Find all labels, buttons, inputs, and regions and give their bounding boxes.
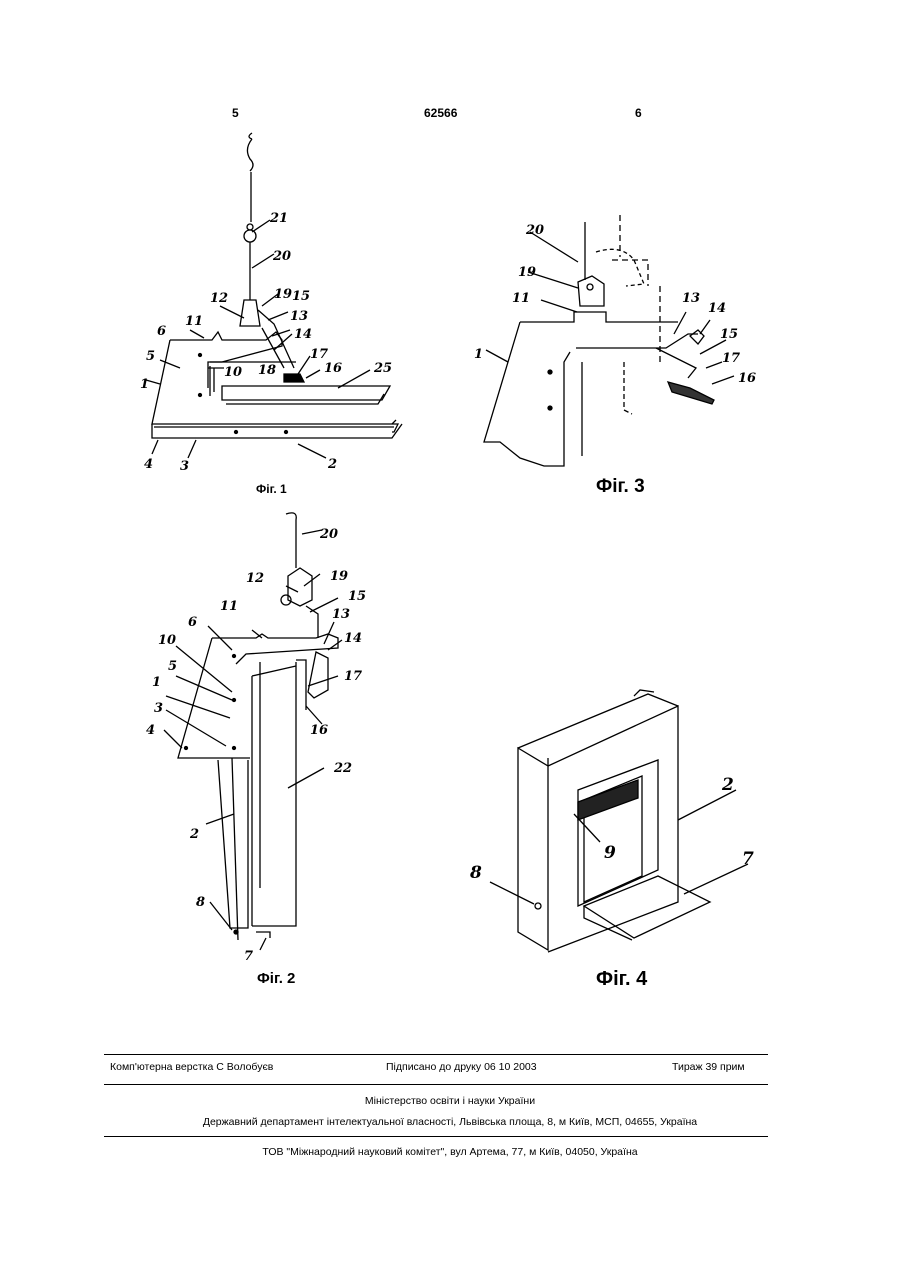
svg-text:10: 10 [158,633,176,648]
svg-text:17: 17 [344,669,362,684]
svg-text:13: 13 [332,607,350,622]
svg-text:12: 12 [246,571,264,586]
svg-text:2: 2 [189,827,199,842]
department-line: Державний департамент інтелектуальної вл… [0,1116,900,1128]
svg-text:22: 22 [333,761,352,776]
svg-text:8: 8 [469,863,482,883]
svg-text:6: 6 [188,615,197,630]
figure-4-caption: Фіг. 4 [596,968,647,991]
svg-text:11: 11 [512,291,530,306]
svg-text:13: 13 [682,291,700,306]
svg-text:16: 16 [310,723,328,738]
svg-text:8: 8 [196,895,205,910]
svg-text:15: 15 [292,289,310,304]
svg-text:1: 1 [474,347,483,362]
reference-numerals: 21 20 12 19 15 11 13 14 6 5 10 18 17 16 … [140,211,756,964]
figure-3-drawing [484,215,734,466]
svg-text:14: 14 [344,631,362,646]
figure-1-caption: Фіг. 1 [256,482,287,496]
signed-date: Підписано до друку 06 10 2003 [386,1061,537,1073]
figure-4-drawing [490,690,748,952]
svg-text:20: 20 [319,527,338,542]
svg-text:15: 15 [348,589,366,604]
svg-text:18: 18 [258,363,276,378]
svg-text:20: 20 [525,223,544,238]
svg-text:5: 5 [146,349,155,364]
svg-text:11: 11 [185,314,203,329]
svg-text:2: 2 [327,457,337,472]
svg-text:25: 25 [373,361,392,376]
svg-text:7: 7 [244,949,253,964]
layout-credit: Комп'ютерна верстка С Волобуєв [110,1061,273,1073]
ministry-line: Міністерство освіти і науки України [0,1095,900,1107]
svg-text:5: 5 [168,659,177,674]
svg-text:16: 16 [738,371,756,386]
footer-mid-rule [104,1084,768,1085]
publisher-line: ТОВ "Міжнародний науковий комітет", вул … [0,1146,900,1158]
svg-text:12: 12 [210,291,228,306]
figure-3-caption: Фіг. 3 [596,476,645,498]
svg-text:6: 6 [157,324,166,339]
svg-text:14: 14 [294,327,312,342]
svg-text:7: 7 [742,849,754,869]
svg-text:2: 2 [721,775,734,795]
svg-text:17: 17 [722,351,740,366]
footer-bottom-rule [104,1136,768,1137]
svg-text:10: 10 [224,365,242,380]
svg-text:13: 13 [290,309,308,324]
circulation: Тираж 39 прим [672,1061,745,1073]
figure-2-caption: Фіг. 2 [257,970,295,987]
svg-text:19: 19 [274,287,292,302]
svg-text:16: 16 [324,361,342,376]
svg-text:14: 14 [708,301,726,316]
svg-text:9: 9 [604,843,616,863]
svg-text:4: 4 [146,723,155,738]
svg-text:21: 21 [269,211,288,226]
footer-top-rule [104,1054,768,1055]
svg-text:11: 11 [220,599,238,614]
svg-text:20: 20 [272,249,291,264]
svg-text:19: 19 [330,569,348,584]
svg-text:17: 17 [310,347,328,362]
svg-text:1: 1 [140,377,149,392]
svg-text:15: 15 [720,327,738,342]
svg-text:3: 3 [154,701,163,716]
svg-text:3: 3 [180,459,189,474]
svg-text:4: 4 [144,457,153,472]
svg-text:1: 1 [152,675,161,690]
svg-text:19: 19 [518,265,536,280]
